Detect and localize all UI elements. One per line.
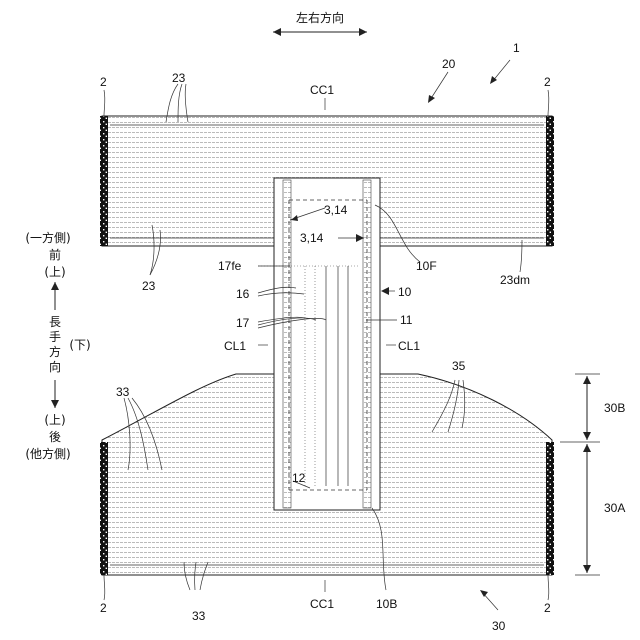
label-30b: 30B: [604, 401, 625, 415]
back-side-label: (他方側): [25, 446, 70, 461]
label-30a: 30A: [604, 501, 625, 515]
label-33-lower: 33: [192, 609, 206, 623]
label-cl1-right: CL1: [398, 339, 420, 353]
label-12: 12: [292, 471, 306, 485]
label-cc1-bottom: CC1: [310, 597, 334, 611]
label-2-bottom-left: 2: [100, 601, 107, 615]
front-side-label: (一方側): [25, 230, 70, 245]
long-char-4: 向: [49, 359, 61, 374]
back-up-label: (上): [44, 413, 65, 427]
back-left-end-seal: [100, 442, 108, 575]
back-label: 後: [49, 430, 61, 444]
left-right-direction: 左右方向: [273, 10, 367, 36]
label-17: 17: [236, 316, 250, 330]
down-label: (下): [69, 338, 90, 352]
label-2-top-right: 2: [544, 75, 551, 89]
label-3-14-upper: 3,14: [324, 203, 348, 217]
label-cc1-top: CC1: [310, 83, 334, 97]
back-panel-dimensions: 30B 30A: [560, 374, 625, 575]
front-label: 前: [49, 247, 61, 262]
label-17fe: 17fe: [218, 259, 242, 273]
long-char-3: 方: [49, 344, 61, 359]
front-up-label: (上): [44, 265, 65, 279]
label-10b: 10B: [376, 597, 397, 611]
longitudinal-direction: (一方側) 前 (上) 長 手 方 向 (下) (上) 後 (他方側): [25, 230, 90, 461]
front-left-end-seal: [100, 116, 108, 246]
label-10f: 10F: [416, 259, 437, 273]
label-16: 16: [236, 287, 250, 301]
label-3-14-lower: 3,14: [300, 231, 324, 245]
label-2-top-left: 2: [100, 75, 107, 89]
left-right-direction-label: 左右方向: [296, 10, 344, 25]
front-right-end-seal: [546, 116, 554, 246]
label-1: 1: [513, 41, 520, 55]
absorbent-body: [258, 178, 380, 510]
long-char-2: 手: [49, 330, 61, 344]
label-33-upper: 33: [116, 385, 130, 399]
long-char-1: 長: [49, 315, 61, 329]
label-20: 20: [442, 57, 456, 71]
label-23-bottom: 23: [142, 279, 156, 293]
label-11: 11: [400, 313, 413, 327]
label-10: 10: [398, 285, 412, 299]
label-23dm: 23dm: [500, 273, 530, 287]
label-cl1-left: CL1: [224, 339, 246, 353]
label-2-bottom-right: 2: [544, 601, 551, 615]
label-23-top: 23: [172, 71, 186, 85]
label-30: 30: [492, 619, 506, 633]
label-35: 35: [452, 359, 466, 373]
back-right-end-seal: [546, 442, 554, 575]
